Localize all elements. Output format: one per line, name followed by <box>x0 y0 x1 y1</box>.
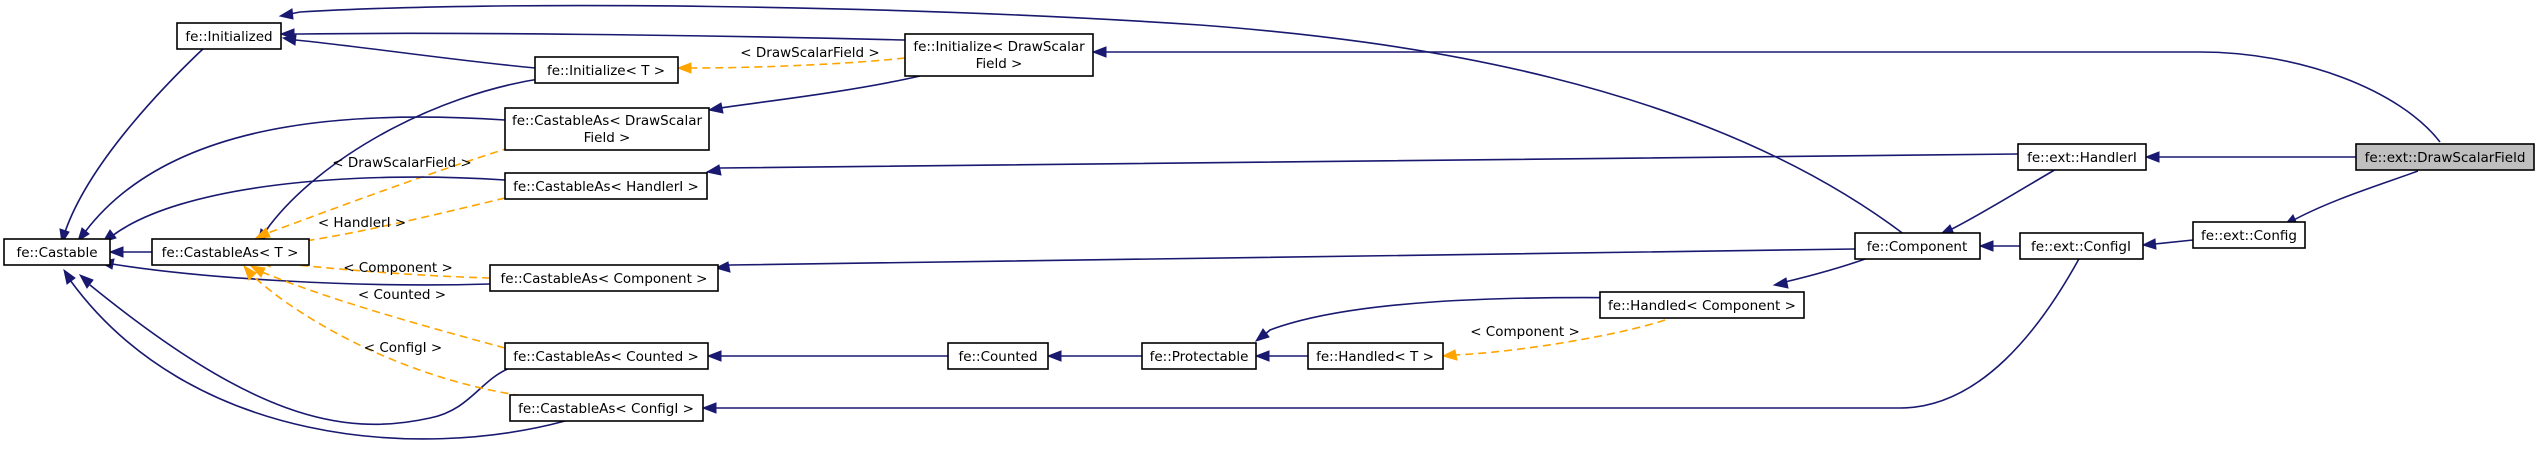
edge-handled-component-to-handled-t <box>1441 319 1666 361</box>
svg-text:fe::CastableAs< Component >: fe::CastableAs< Component > <box>501 271 708 287</box>
edge-handleri-to-castableas-handleri <box>705 153 2019 176</box>
svg-text:Field >: Field > <box>584 130 631 146</box>
class-node-counted[interactable]: fe::Counted <box>947 342 1049 370</box>
svg-text:fe::CastableAs< Counted >: fe::CastableAs< Counted > <box>513 349 699 365</box>
edge-label-castableas-drawscalarfield: < DrawScalarField > <box>332 155 471 171</box>
svg-text:fe::Castable: fe::Castable <box>16 245 97 261</box>
edge-handled-t-to-protectable <box>1254 350 1308 362</box>
class-node-initialize-drawscalarfield[interactable]: fe::Initialize< DrawScalar Field > <box>904 33 1094 77</box>
svg-text:fe::Initialize< T >: fe::Initialize< T > <box>547 63 665 79</box>
edge-initialized-to-castable <box>59 46 206 245</box>
edge-label-castableas-component: < Component > <box>343 260 453 276</box>
class-node-config[interactable]: fe::ext::Config <box>2192 221 2306 249</box>
edge-castableas-counted-to-castableas-t <box>249 265 506 349</box>
edge-component-to-initialized <box>278 4 1906 236</box>
edge-component-to-handled-component <box>1772 257 1869 289</box>
class-node-castable[interactable]: fe::Castable <box>3 238 111 266</box>
svg-text:fe::Initialize< DrawScalar: fe::Initialize< DrawScalar <box>913 39 1085 55</box>
class-node-configi[interactable]: fe::ext::ConfigI <box>2019 232 2144 260</box>
class-node-protectable[interactable]: fe::Protectable <box>1141 342 1257 370</box>
svg-text:fe::ext::HandlerI: fe::ext::HandlerI <box>2027 150 2137 166</box>
edge-config-to-configi <box>2141 238 2194 250</box>
svg-text:fe::Component: fe::Component <box>1867 239 1968 255</box>
edge-protectable-to-counted <box>1046 350 1142 362</box>
class-node-castableas-counted[interactable]: fe::CastableAs< Counted > <box>504 342 709 370</box>
edge-initialize-dsf-to-initialize-t <box>676 57 906 74</box>
class-node-castableas-configi[interactable]: fe::CastableAs< ConfigI > <box>509 394 704 422</box>
class-node-castableas-t[interactable]: fe::CastableAs< T > <box>151 238 310 266</box>
class-node-castableas-handleri[interactable]: fe::CastableAs< HandlerI > <box>504 172 708 200</box>
edge-drawscalarfield-to-initialize-dsf <box>1091 46 2441 143</box>
svg-text:fe::CastableAs< T >: fe::CastableAs< T > <box>162 245 299 261</box>
class-node-castableas-drawscalarfield[interactable]: fe::CastableAs< DrawScalar Field > <box>504 107 710 151</box>
svg-text:fe::Protectable: fe::Protectable <box>1150 349 1249 365</box>
edge-configi-to-castableas-configi <box>701 256 2081 414</box>
edge-initialize-dsf-to-castableas-dsf <box>707 75 921 114</box>
edge-initialize-dsf-to-initialized <box>279 28 906 41</box>
svg-text:fe::Handled< T >: fe::Handled< T > <box>1316 349 1434 365</box>
edge-castableas-counted-to-castable <box>78 274 511 426</box>
class-node-handleri[interactable]: fe::ext::HandlerI <box>2017 143 2147 171</box>
edge-label-castableas-counted: < Counted > <box>358 287 446 303</box>
edge-label-initialize-drawscalarfield: < DrawScalarField > <box>740 45 879 61</box>
edge-handled-component-to-protectable <box>1254 296 1641 342</box>
svg-text:fe::CastableAs< ConfigI >: fe::CastableAs< ConfigI > <box>518 401 694 417</box>
edge-castableas-handleri-to-castable <box>101 176 506 243</box>
svg-text:fe::ext::ConfigI: fe::ext::ConfigI <box>2031 239 2131 255</box>
edge-component-to-castableas-component <box>714 248 1856 273</box>
edge-initialize-t-to-initialized <box>281 34 536 69</box>
edge-configi-to-component <box>1978 240 2020 252</box>
svg-text:fe::ext::Config: fe::ext::Config <box>2201 228 2297 244</box>
edge-label-castableas-configi: < ConfigI > <box>364 340 443 356</box>
class-node-drawscalarfield[interactable]: fe::ext::DrawScalarField <box>2355 143 2535 171</box>
svg-text:fe::CastableAs< HandlerI >: fe::CastableAs< HandlerI > <box>513 179 699 195</box>
svg-text:fe::Handled< Component >: fe::Handled< Component > <box>1608 298 1796 314</box>
class-node-castableas-component[interactable]: fe::CastableAs< Component > <box>489 264 719 292</box>
edge-castableas-dsf-to-castableas-t <box>254 139 536 239</box>
edge-castableas-t-to-castable <box>108 246 152 258</box>
class-node-initialized[interactable]: fe::Initialized <box>176 22 282 50</box>
svg-text:Field >: Field > <box>976 56 1023 72</box>
svg-text:fe::CastableAs< DrawScalar: fe::CastableAs< DrawScalar <box>512 113 702 129</box>
class-node-initialize-t[interactable]: fe::Initialize< T > <box>534 56 679 84</box>
edge-label-handled-component: < Component > <box>1470 324 1580 340</box>
svg-text:fe::ext::DrawScalarField: fe::ext::DrawScalarField <box>2365 150 2526 166</box>
edge-handleri-to-component <box>1938 167 2059 236</box>
class-node-component[interactable]: fe::Component <box>1854 232 1981 260</box>
edge-castableas-dsf-to-castable <box>77 116 506 243</box>
class-node-handled-t[interactable]: fe::Handled< T > <box>1307 342 1444 370</box>
edge-label-castableas-handleri: < HandlerI > <box>318 215 406 231</box>
edge-drawscalarfield-to-config <box>2282 170 2419 227</box>
class-node-handled-component[interactable]: fe::Handled< Component > <box>1599 291 1805 319</box>
edge-counted-to-castableas-counted <box>706 350 948 362</box>
edge-drawscalarfield-to-handleri <box>2144 151 2356 163</box>
svg-text:fe::Counted: fe::Counted <box>958 349 1037 365</box>
svg-text:fe::Initialized: fe::Initialized <box>185 29 272 45</box>
edge-castableas-configi-to-castable <box>63 268 566 440</box>
edge-castableas-configi-to-castableas-t <box>243 264 561 401</box>
